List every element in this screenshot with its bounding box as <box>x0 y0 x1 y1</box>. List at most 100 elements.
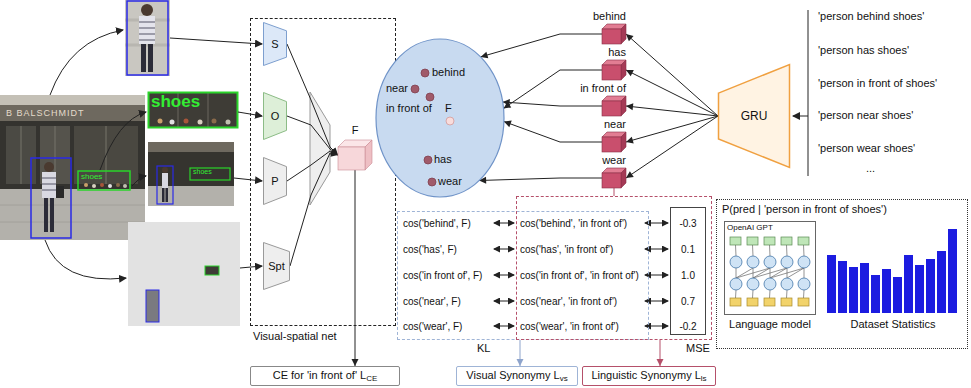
predicate-cube: has <box>602 60 626 80</box>
loss-tag: MSE <box>686 342 710 355</box>
target-values-box: -0.30.11.00.7-0.2 <box>670 207 706 335</box>
arrowhead <box>352 359 359 366</box>
value: 0.7 <box>671 295 705 308</box>
predicate-cube: near <box>602 132 626 152</box>
arrowhead <box>517 359 524 366</box>
cosine-term: cos('wear', 'in front of') <box>520 320 619 333</box>
point-label: near <box>386 82 408 95</box>
loss-label: Visual Synonymy Lvs <box>466 369 567 383</box>
arrowhead <box>626 34 634 41</box>
cosine-term: cos('behind', 'in front of') <box>520 217 627 230</box>
embedding-dot <box>428 178 436 186</box>
cube-side <box>621 24 626 44</box>
cube-front <box>602 173 621 188</box>
connector <box>614 188 615 196</box>
language-model-box: OpenAI GPTLanguage model <box>724 221 816 315</box>
ellipsis: ... <box>866 162 875 175</box>
phrase: 'person behind shoes' <box>818 10 924 23</box>
feature-cube: F <box>338 140 372 170</box>
predicate-cube: wear <box>602 168 626 188</box>
subject-branch: S <box>263 22 287 66</box>
cosine-term: cos('wear', F) <box>403 320 462 333</box>
trapezoid <box>264 243 290 290</box>
cube-front <box>602 101 621 116</box>
node-outline <box>602 168 626 188</box>
connector <box>626 70 718 116</box>
point-label: F <box>445 102 452 115</box>
connector <box>287 116 338 155</box>
detection-label: shoes <box>81 172 102 181</box>
connector <box>352 170 359 366</box>
loss-label: CE for 'in front of' LCE <box>273 369 378 383</box>
connector <box>479 177 602 184</box>
trapezoid <box>264 93 287 140</box>
connector-line <box>626 116 718 142</box>
value: -0.3 <box>671 217 705 230</box>
connector-line <box>355 170 356 366</box>
cube-side <box>621 60 626 80</box>
point-label: behind <box>432 66 465 79</box>
node-outline <box>602 96 626 116</box>
connector <box>626 116 718 178</box>
node-label: Visual-spatial net <box>253 330 337 343</box>
phrase: 'person has shoes' <box>818 44 909 57</box>
point-label: wear <box>438 175 462 188</box>
node-label: Visual Synonymy L <box>466 369 559 381</box>
connector-line <box>626 116 718 178</box>
linguistic-synonymy-box: cos('behind', 'in front of')cos('has', '… <box>516 196 712 340</box>
arrowhead <box>626 137 634 144</box>
connector-line <box>626 106 718 116</box>
union-branch: P <box>263 157 287 205</box>
connector <box>517 340 524 366</box>
connector-line <box>626 70 718 116</box>
node-outline <box>602 60 626 80</box>
crop-arrows <box>45 30 262 279</box>
embedding-dot <box>426 93 434 101</box>
node-label: OpenAI GPT <box>727 223 773 233</box>
pair-arrows <box>494 223 668 326</box>
connector <box>503 99 602 106</box>
node-outline <box>602 24 626 44</box>
connector-line <box>504 122 602 143</box>
connector-line <box>287 151 338 181</box>
node-label: GRU <box>741 110 768 123</box>
trapezoid <box>264 23 287 66</box>
value: -0.2 <box>671 320 705 333</box>
object-crop <box>148 92 238 128</box>
node-label: Spt <box>268 260 285 273</box>
union-crop <box>148 142 234 206</box>
node-label: Dataset Statistics <box>851 318 936 331</box>
point-label: in front of <box>386 102 432 115</box>
ellipse <box>376 39 504 197</box>
dataset-statistics-box: Dataset Statistics <box>822 221 964 315</box>
arrowhead <box>626 171 634 178</box>
arrowhead <box>626 70 634 76</box>
node-label: vs <box>560 374 568 383</box>
node-outline <box>338 140 372 170</box>
cosine-term: cos('in front of', F) <box>403 269 482 282</box>
subject-crop <box>125 0 170 76</box>
node-label: F <box>352 124 359 137</box>
connector-line <box>287 116 338 155</box>
cosine-term: cos('behind', F) <box>403 217 471 230</box>
node-label: ls <box>701 374 707 383</box>
trapezoid <box>719 65 790 168</box>
cosine-term: cos('near', F) <box>403 295 461 308</box>
cube-side <box>621 132 626 152</box>
node-label: O <box>271 110 280 123</box>
module-box: Visual-spatial netSOPSptF <box>250 18 396 326</box>
cosine-term: cos('in front of', 'in front of') <box>520 269 639 282</box>
loss-box: CE for 'in front of' LCE <box>250 366 400 386</box>
predicate-cube: in front of <box>602 96 626 116</box>
cube-side <box>621 168 626 188</box>
cube-front <box>602 137 621 152</box>
phrase: 'person wear shoes' <box>818 142 915 155</box>
loss-label: Linguistic Synonymy Lls <box>591 369 706 383</box>
connector-line <box>287 44 338 155</box>
fusion-layer <box>310 92 330 205</box>
node-label: behind <box>593 10 626 23</box>
connector <box>626 116 718 143</box>
cosine-term: cos('near', 'in front of') <box>520 295 617 308</box>
node-label: wear <box>602 154 626 167</box>
predicate-cube: behind <box>602 24 626 44</box>
